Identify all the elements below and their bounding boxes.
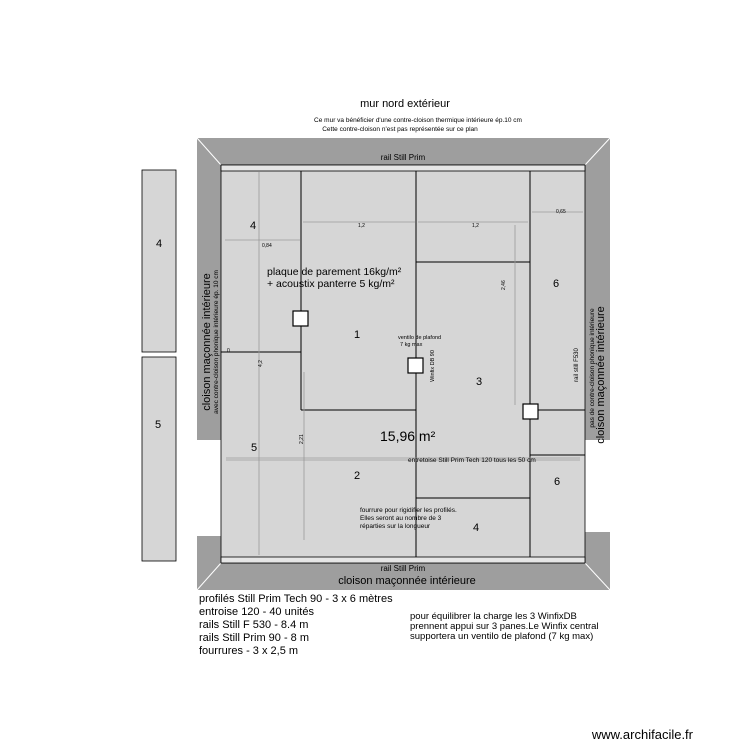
corner-line [196, 562, 222, 591]
materials-item: fourrures - 3 x 2,5 m [199, 645, 299, 657]
zone-number: 2 [354, 470, 360, 482]
fourrure-note-2: Elles seront au nombre de 3 [360, 515, 442, 522]
corner-line [584, 137, 611, 166]
materials-item: rails Still Prim 90 - 8 m [199, 632, 310, 644]
side-panel-lower [141, 356, 177, 562]
side-panel-number: 4 [156, 238, 162, 250]
dim-label: 0,84 [262, 243, 272, 249]
left-opening [197, 440, 221, 536]
entretoise-note: entretoise Still Prim Tech 120 tous les … [408, 457, 536, 464]
materials-item: entroise 120 - 40 unités [199, 606, 314, 618]
dim-label: 2,46 [501, 280, 507, 290]
side-panel-upper [141, 169, 177, 353]
plan-title: mur nord extérieur [360, 98, 450, 110]
rail-right-label: rail still F530 [574, 348, 580, 382]
zone-number: 5 [251, 442, 257, 454]
rail-bottom [220, 556, 586, 564]
rail-bottom-label: rail Still Prim [381, 564, 426, 573]
materials-item: profilés Still Prim Tech 90 - 3 x 6 mètr… [199, 593, 393, 605]
fourrure-note-1: fourrure pour rigidifier les profilés. [360, 507, 457, 514]
zone-number: 1 [354, 329, 360, 341]
winfix-label: Winfix DB 90 [430, 350, 436, 382]
load-note: pour équilibrer la charge les 3 WinfixDB… [410, 612, 599, 642]
zone-number: 6 [553, 278, 559, 290]
right-opening [585, 440, 610, 532]
ventilo-note-1: ventilo de plafond [398, 335, 441, 341]
dim-label: 1,2 [472, 223, 479, 229]
area-label: 15,96 m² [380, 428, 436, 444]
wall-left-label: cloison maçonnée intérieure [201, 273, 213, 411]
wall-right-note: pas de contre-cloison phonique intérieur… [589, 308, 596, 428]
materials-item: rails Still F 530 - 8.4 m [199, 619, 309, 631]
load-note-line: supportera un ventilo de plafond (7 kg m… [410, 631, 594, 642]
zone-number: 4 [250, 220, 256, 232]
board-label-1: plaque de parement 16kg/m² [267, 266, 402, 278]
fourrure-note-3: réparties sur la longueur [360, 523, 431, 530]
dim-label: 2,21 [299, 434, 305, 444]
corner-line [196, 137, 222, 166]
north-note-1: Ce mur va bénéficier d'une contre-cloiso… [314, 117, 522, 124]
materials-list: profilés Still Prim Tech 90 - 3 x 6 mètr… [199, 593, 393, 658]
ceiling-area [220, 164, 586, 564]
zone-number: 3 [476, 376, 482, 388]
dim-label: 4,2 [258, 360, 264, 367]
board-label-2: + acoustix panterre 5 kg/m² [267, 278, 395, 290]
load-note-line: prennent appui sur 3 panes.Le Winfix cen… [410, 621, 599, 632]
dim-label: 0,65 [556, 209, 566, 215]
winfix-post [522, 403, 539, 420]
dim-label: 0 [227, 348, 230, 354]
load-note-line: pour équilibrer la charge les 3 WinfixDB [410, 611, 577, 622]
wall-left-note: avec contre-cloison phonique intérieure … [213, 270, 220, 414]
winfix-post [407, 357, 424, 374]
winfix-post [292, 310, 309, 327]
wall-right-label: cloison maçonnée intérieure [595, 306, 607, 444]
zone-number: 4 [473, 522, 479, 534]
wall-bottom-label: cloison maçonnée intérieure [338, 575, 476, 587]
rail-top-label: rail Still Prim [381, 153, 426, 162]
zone-number: 6 [554, 476, 560, 488]
rail-top [220, 164, 586, 172]
corner-line [584, 562, 611, 591]
dim-label: 1,2 [358, 223, 365, 229]
side-panel-number: 5 [155, 419, 161, 431]
watermark-link[interactable]: www.archifacile.fr [591, 727, 693, 742]
ventilo-note-2: 7 kg max [400, 342, 423, 348]
north-note-2: Cette contre-cloison n'est pas représent… [322, 126, 478, 133]
